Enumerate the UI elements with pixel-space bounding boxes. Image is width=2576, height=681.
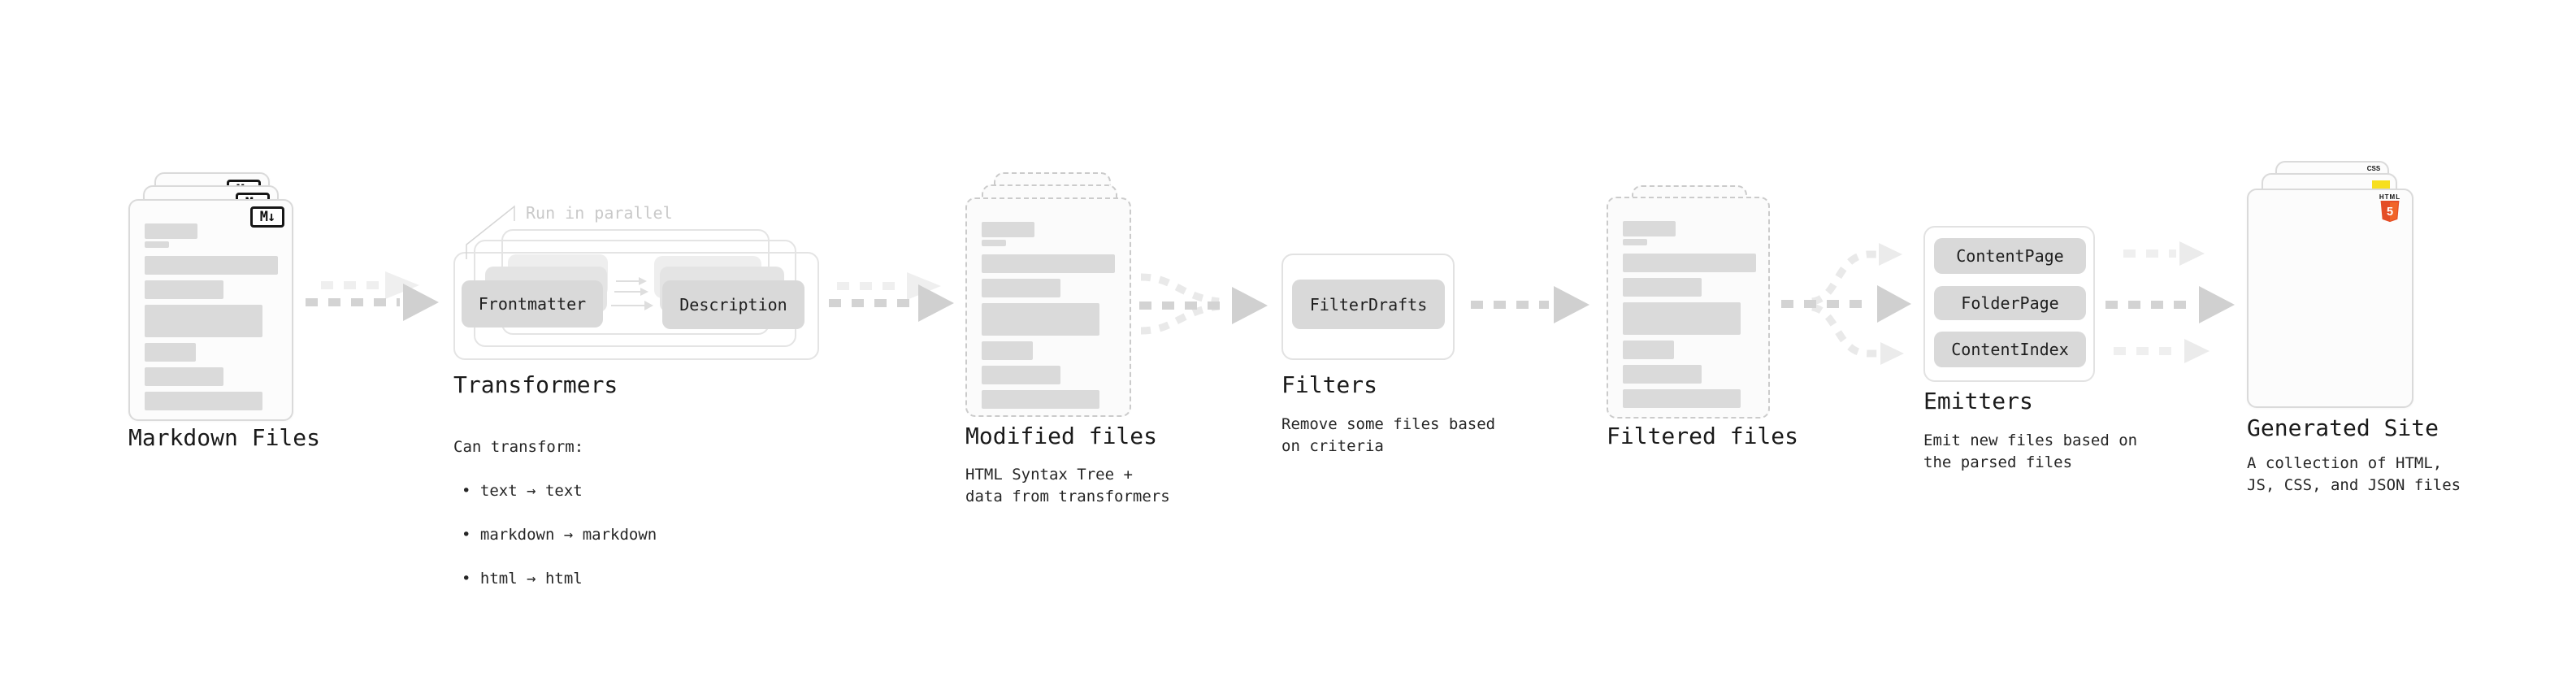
modified-files-description: HTML Syntax Tree + data from transformer… bbox=[965, 466, 1170, 505]
doc-line-3 bbox=[145, 256, 278, 275]
stage-label-filters: Filters bbox=[1281, 371, 1378, 398]
doc-line-4 bbox=[145, 280, 223, 299]
doc-line-3 bbox=[1623, 254, 1756, 272]
doc-line-8 bbox=[982, 390, 1099, 409]
doc-line-5 bbox=[982, 303, 1099, 336]
doc-line-8 bbox=[1623, 389, 1741, 408]
filters-description: Remove some files based on criteria bbox=[1281, 415, 1496, 455]
doc-line-8 bbox=[145, 392, 262, 410]
svg-text:5: 5 bbox=[2387, 206, 2393, 219]
generated-doc-html: HTML 5 bbox=[2247, 189, 2413, 408]
doc-line-4 bbox=[1623, 278, 1702, 297]
transformers-bullet-1: • text → text bbox=[462, 482, 583, 500]
stage-label-generated-site: Generated Site bbox=[2247, 414, 2439, 441]
doc-line-6 bbox=[145, 343, 196, 362]
doc-line-2 bbox=[982, 240, 1006, 246]
doc-line-5 bbox=[1623, 302, 1741, 335]
arrow-markdown-to-transformers bbox=[306, 271, 439, 321]
stage-label-transformers: Transformers bbox=[453, 371, 618, 398]
doc-line-1 bbox=[1623, 221, 1676, 236]
stage-label-modified-files: Modified files bbox=[965, 423, 1158, 449]
css-icon-label: CSS bbox=[2366, 165, 2381, 172]
arrow-emitters-to-generated bbox=[2105, 241, 2235, 363]
html5-icon: HTML 5 bbox=[2378, 193, 2402, 223]
transformers-description: Can transform: • text → text • markdown … bbox=[453, 414, 657, 612]
html5-icon-wordmark: HTML bbox=[2379, 193, 2401, 201]
arrow-modified-to-filters bbox=[1139, 273, 1268, 335]
doc-line-7 bbox=[145, 367, 223, 386]
transformers-bullet-2: • markdown → markdown bbox=[462, 526, 657, 544]
doc-placeholder-lines bbox=[1608, 198, 1768, 417]
stage-label-emitters: Emitters bbox=[1923, 388, 2033, 414]
doc-line-2 bbox=[1623, 239, 1647, 245]
doc-line-7 bbox=[982, 366, 1060, 384]
filterdrafts-box: FilterDrafts bbox=[1292, 280, 1445, 329]
generated-site-description: A collection of HTML, JS, CSS, and JSON … bbox=[2247, 454, 2461, 494]
contentindex-box: ContentIndex bbox=[1934, 332, 2086, 367]
arrow-filtered-to-emitters bbox=[1781, 243, 1911, 365]
doc-line-3 bbox=[982, 254, 1115, 273]
doc-placeholder-lines bbox=[967, 199, 1130, 415]
stage-label-markdown-files: Markdown Files bbox=[128, 424, 321, 451]
doc-line-6 bbox=[1623, 340, 1674, 359]
doc-line-1 bbox=[145, 223, 197, 239]
doc-line-6 bbox=[982, 341, 1033, 360]
emitters-description: Emit new files based on the parsed files bbox=[1923, 432, 2138, 471]
folderpage-box: FolderPage bbox=[1934, 286, 2086, 320]
markdown-icon: M↓ bbox=[250, 206, 284, 228]
transformers-desc-title: Can transform: bbox=[453, 438, 584, 456]
doc-placeholder-lines bbox=[130, 201, 292, 419]
filtered-doc-front bbox=[1607, 197, 1770, 419]
doc-line-4 bbox=[982, 279, 1060, 297]
stage-label-filtered-files: Filtered files bbox=[1607, 423, 1799, 449]
arrow-filters-to-filtered bbox=[1471, 286, 1589, 323]
contentpage-box: ContentPage bbox=[1934, 238, 2086, 274]
html5-shield-icon: 5 bbox=[2380, 201, 2400, 223]
description-box: Description bbox=[662, 280, 804, 329]
doc-line-5 bbox=[145, 305, 262, 337]
run-in-parallel-callout: Run in parallel bbox=[526, 203, 673, 223]
transformers-bullet-3: • html → html bbox=[462, 570, 583, 588]
doc-line-2 bbox=[145, 241, 169, 248]
doc-line-7 bbox=[1623, 365, 1702, 384]
javascript-icon bbox=[2372, 180, 2390, 189]
transformer-container-front bbox=[453, 252, 819, 360]
frontmatter-box: Frontmatter bbox=[462, 280, 603, 327]
markdown-doc-front: M↓ bbox=[128, 199, 293, 421]
doc-line-1 bbox=[982, 222, 1034, 237]
modified-doc-front bbox=[965, 197, 1131, 417]
arrow-transformers-to-modified bbox=[829, 272, 954, 322]
